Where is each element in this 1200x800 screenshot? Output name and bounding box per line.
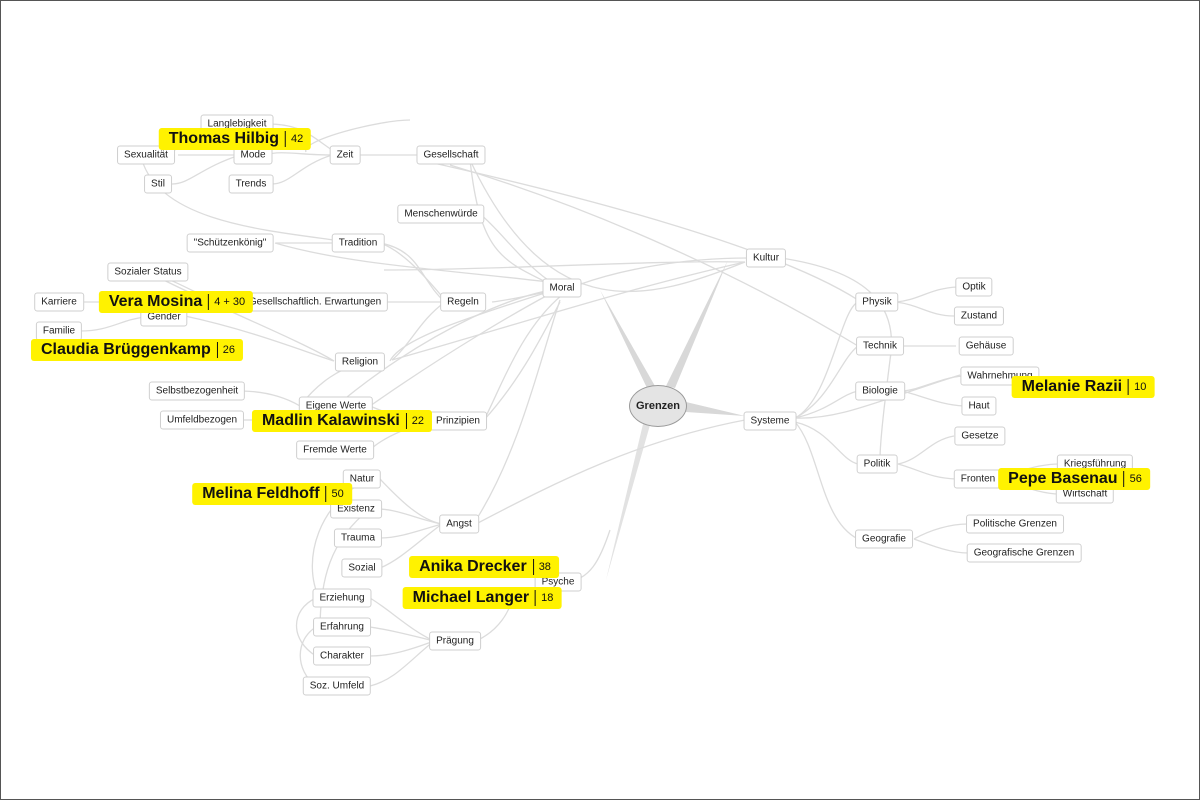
node-systeme[interactable]: Systeme [743,411,797,431]
person-count: 38 [538,561,551,573]
node-gesellschaft[interactable]: Gesellschaft [416,145,486,165]
separator [208,294,210,310]
person-name: Pepe Basenau [1008,470,1118,487]
node-physik[interactable]: Physik [855,292,899,312]
person-label-claudia-brueggenkamp[interactable]: Claudia Brüggenkamp 26 [30,339,244,361]
node-erziehung[interactable]: Erziehung [312,588,372,608]
person-count: 50 [331,488,344,500]
center-node-grenzen[interactable]: Grenzen [629,385,687,427]
node-gehaeuse[interactable]: Gehäuse [958,336,1014,356]
node-fremde-werte[interactable]: Fremde Werte [296,440,374,460]
center-label: Grenzen [635,400,680,412]
person-count: 10 [1134,381,1147,393]
edge-spoke-moral [600,290,655,388]
node-soz-umfeld[interactable]: Soz. Umfeld [302,676,372,696]
person-label-madlin-kalawinski[interactable]: Madlin Kalawinski 22 [251,410,433,432]
person-name: Madlin Kalawinski [261,412,400,429]
person-name: Anika Drecker [419,558,527,575]
node-geografie[interactable]: Geografie [855,529,913,549]
separator [284,131,286,147]
person-label-melina-feldhoff[interactable]: Melina Feldhoff 50 [192,483,352,505]
node-menschenwuerde[interactable]: Menschenwürde [397,204,485,224]
node-optik[interactable]: Optik [955,277,993,297]
person-label-anika-drecker[interactable]: Anika Drecker 38 [409,556,559,578]
person-count: 18 [541,592,554,604]
person-name: Melina Feldhoff [202,485,320,502]
edge-spoke-angst [606,424,650,580]
person-label-michael-langer[interactable]: Michael Langer 18 [402,587,562,609]
node-biologie[interactable]: Biologie [855,381,905,401]
node-regeln[interactable]: Regeln [440,292,486,312]
person-count: 26 [222,344,236,356]
node-tradition[interactable]: Tradition [331,233,385,253]
person-label-thomas-hilbig[interactable]: Thomas Hilbig 42 [158,128,312,150]
node-trauma[interactable]: Trauma [333,528,383,548]
separator [216,342,218,358]
node-charakter[interactable]: Charakter [313,646,371,666]
node-trends[interactable]: Trends [228,174,274,194]
person-name: Vera Mosina [108,293,203,310]
node-kultur[interactable]: Kultur [745,248,787,268]
node-umfeldbezogen[interactable]: Umfeldbezogen [159,410,245,430]
node-politik[interactable]: Politik [856,454,898,474]
node-prinzipien[interactable]: Prinzipien [429,411,487,431]
person-count: 42 [290,133,304,145]
edge-spoke-kultur [666,260,728,388]
separator [535,590,537,606]
node-praegung[interactable]: Prägung [429,631,481,651]
node-natur[interactable]: Natur [342,469,382,489]
separator [1128,379,1130,395]
node-religion[interactable]: Religion [334,352,386,372]
person-name: Thomas Hilbig [168,130,279,147]
node-gesellschaftl-erwartungen[interactable]: Gesellschaftlich. Erwartungen [241,292,389,312]
person-name: Michael Langer [412,589,530,606]
node-sozial[interactable]: Sozial [341,558,383,578]
node-sexualitaet[interactable]: Sexualität [117,145,175,165]
node-schuetzenkoenig[interactable]: "Schützenkönig" [186,233,274,253]
person-label-melanie-razii[interactable]: Melanie Razii 10 [1011,376,1155,398]
node-haut[interactable]: Haut [961,396,997,416]
person-name: Claudia Brüggenkamp [40,341,211,358]
separator [405,413,407,429]
node-technik[interactable]: Technik [856,336,904,356]
node-geografische-grenzen[interactable]: Geografische Grenzen [966,543,1082,563]
person-label-pepe-basenau[interactable]: Pepe Basenau 56 [998,468,1150,490]
separator [1123,471,1125,487]
node-zustand[interactable]: Zustand [953,306,1005,326]
node-fronten[interactable]: Fronten [953,469,1003,489]
node-sozialer-status[interactable]: Sozialer Status [107,262,189,282]
person-label-vera-mosina[interactable]: Vera Mosina 4 + 30 [98,291,254,313]
node-gesetze[interactable]: Gesetze [954,426,1006,446]
node-stil[interactable]: Stil [144,174,172,194]
separator [532,559,534,575]
node-karriere[interactable]: Karriere [34,292,84,312]
edge-spoke-systeme [686,402,745,416]
node-familie[interactable]: Familie [35,321,83,341]
person-count: 22 [411,415,425,427]
person-count: 4 + 30 [214,296,246,308]
node-zeit[interactable]: Zeit [329,145,361,165]
person-count: 56 [1129,473,1142,485]
node-moral[interactable]: Moral [542,278,582,298]
node-angst[interactable]: Angst [439,514,479,534]
node-politische-grenzen[interactable]: Politische Grenzen [966,514,1064,534]
separator [325,486,327,502]
node-selbstbezogenheit[interactable]: Selbstbezogenheit [148,381,246,401]
person-name: Melanie Razii [1021,378,1123,395]
node-erfahrung[interactable]: Erfahrung [313,617,371,637]
